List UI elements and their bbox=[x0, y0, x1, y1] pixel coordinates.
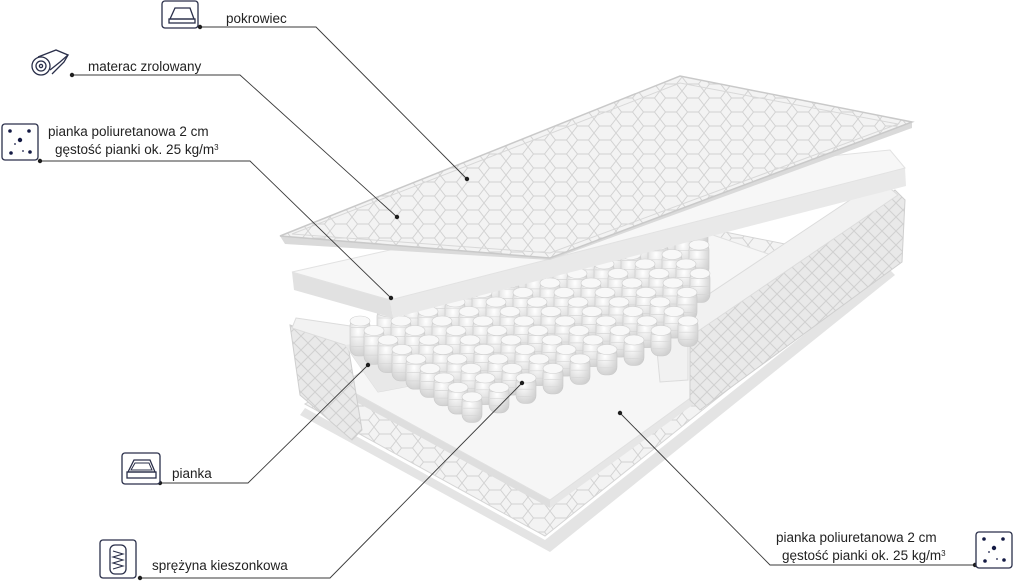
foam-density-icon bbox=[1, 123, 39, 161]
top-cover-layer bbox=[279, 75, 915, 260]
label-rolled-mattress: materac zrolowany bbox=[88, 59, 202, 74]
leader-line-cover bbox=[200, 26, 468, 180]
spring-pocket bbox=[623, 334, 645, 366]
foam-tray-icon bbox=[121, 452, 161, 485]
spring-pocket bbox=[515, 372, 537, 404]
spring-pocket bbox=[542, 363, 564, 395]
spring-pocket bbox=[677, 315, 699, 347]
label-foam-bottom-density: gęstość pianki ok. 25 kg/m bbox=[782, 548, 942, 563]
leader-line-foam-bottom bbox=[619, 412, 975, 566]
leader-line-foam-side bbox=[160, 364, 369, 484]
leader-line-foam-top bbox=[40, 160, 392, 299]
spring-pocket bbox=[461, 391, 483, 423]
label-foam-top-sup: 3 bbox=[214, 143, 219, 152]
spring-pocket bbox=[650, 325, 672, 357]
spring-pocket bbox=[596, 344, 618, 376]
label-foam-bottom-line2: gęstość pianki ok. 25 kg/m3 bbox=[782, 547, 946, 564]
label-cover: pokrowiec bbox=[226, 11, 287, 26]
leader-line-rolled bbox=[72, 74, 398, 218]
pocket-spring-icon bbox=[99, 539, 137, 579]
leader-dots bbox=[37, 24, 978, 581]
label-pocket-spring: sprężyna kieszonkowa bbox=[152, 558, 288, 573]
label-foam-bottom-line1: pianka poliuretanowa 2 cm bbox=[776, 530, 937, 545]
spring-pocket bbox=[569, 353, 591, 385]
foam-density-icon bbox=[975, 531, 1013, 569]
label-foam-bottom-sup: 3 bbox=[941, 549, 946, 558]
leader-lines bbox=[40, 26, 975, 579]
leader-line-spring bbox=[140, 382, 523, 579]
label-foam-top-density: gęstość pianki ok. 25 kg/m bbox=[55, 142, 215, 157]
rolled-mattress-icon bbox=[31, 49, 70, 76]
label-foam-top-line2: gęstość pianki ok. 25 kg/m3 bbox=[55, 141, 219, 158]
label-foam-side: pianka bbox=[172, 466, 212, 481]
spring-pocket bbox=[488, 382, 510, 414]
cover-icon bbox=[161, 0, 199, 29]
label-foam-top-line1: pianka poliuretanowa 2 cm bbox=[48, 124, 209, 139]
